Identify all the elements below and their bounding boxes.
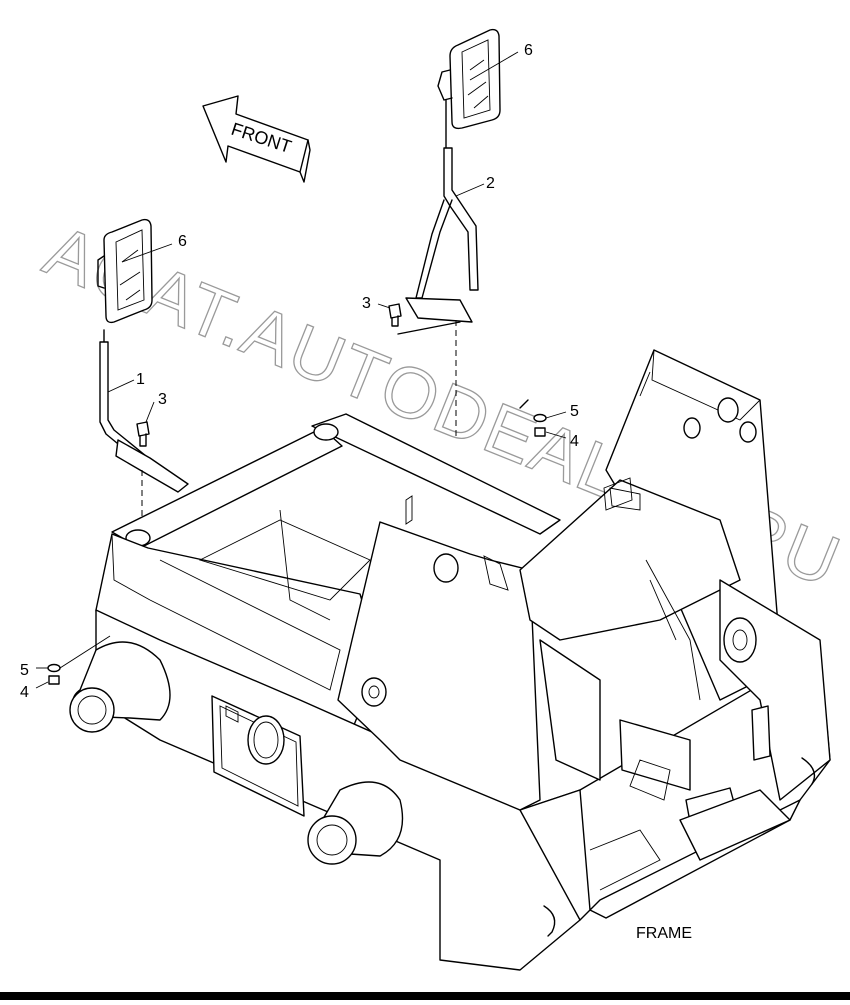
mirror-right (437, 28, 501, 151)
callout-2: 2 (486, 175, 495, 192)
callout-5-right: 5 (570, 403, 579, 420)
frame-body (69, 349, 831, 971)
front-arrow: FRONT (202, 95, 311, 183)
frame-label: FRAME (636, 925, 692, 942)
mirror-left (97, 218, 153, 343)
callout-3-right: 3 (362, 295, 371, 312)
callout-6-right: 6 (524, 42, 533, 59)
callout-3-left: 3 (158, 391, 167, 408)
callout-4-left: 4 (20, 684, 29, 701)
washer-nut-right (519, 399, 547, 437)
bottom-border (0, 992, 850, 1000)
bolt-left (136, 421, 150, 447)
callout-1: 1 (136, 371, 145, 388)
callout-5-left: 5 (20, 662, 29, 679)
washer-nut-left (47, 663, 61, 685)
bracket-right (397, 147, 479, 440)
callouts: 6 2 3 6 1 3 5 4 5 4 (20, 42, 579, 701)
bolt-right (388, 303, 402, 327)
leader-lines (35, 51, 567, 689)
callout-6-left: 6 (178, 233, 187, 250)
callout-4-right: 4 (570, 433, 579, 450)
